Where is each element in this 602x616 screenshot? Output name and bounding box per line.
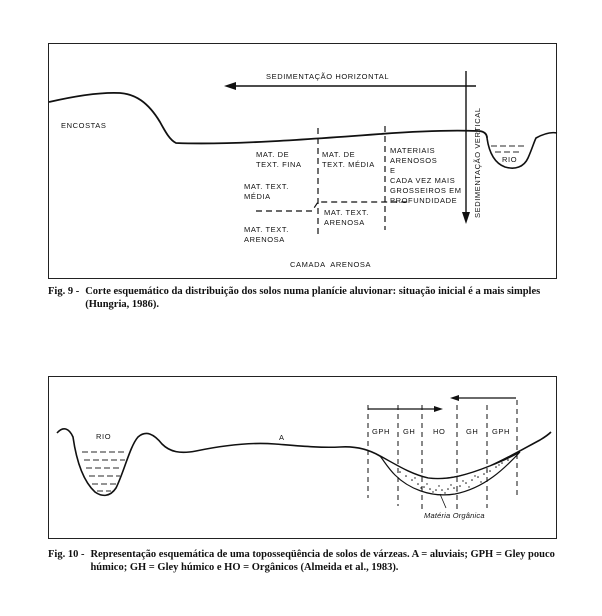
fig10-label-materia-organica: Matéria Orgânica	[424, 511, 485, 521]
fig10-leader-line	[440, 494, 446, 508]
fig10-label-ho: HO	[433, 427, 445, 437]
fig10-label-a: A	[279, 433, 285, 443]
fig10-label-gh-left: GH	[403, 427, 415, 437]
fig10-label-gph-left: GPH	[372, 427, 390, 437]
fig10-caption: Fig. 10 - Representação esquemática de u…	[48, 548, 563, 574]
fig10-organic-lens	[380, 452, 520, 495]
fig10-caption-number: Fig. 10 -	[48, 548, 90, 574]
fig10-label-gph-right: GPH	[492, 427, 510, 437]
fig10-label-rio: RIO	[96, 432, 111, 442]
fig10-caption-text: Representação esquemática de uma toposse…	[90, 548, 563, 574]
fig10-label-gh-right: GH	[466, 427, 478, 437]
